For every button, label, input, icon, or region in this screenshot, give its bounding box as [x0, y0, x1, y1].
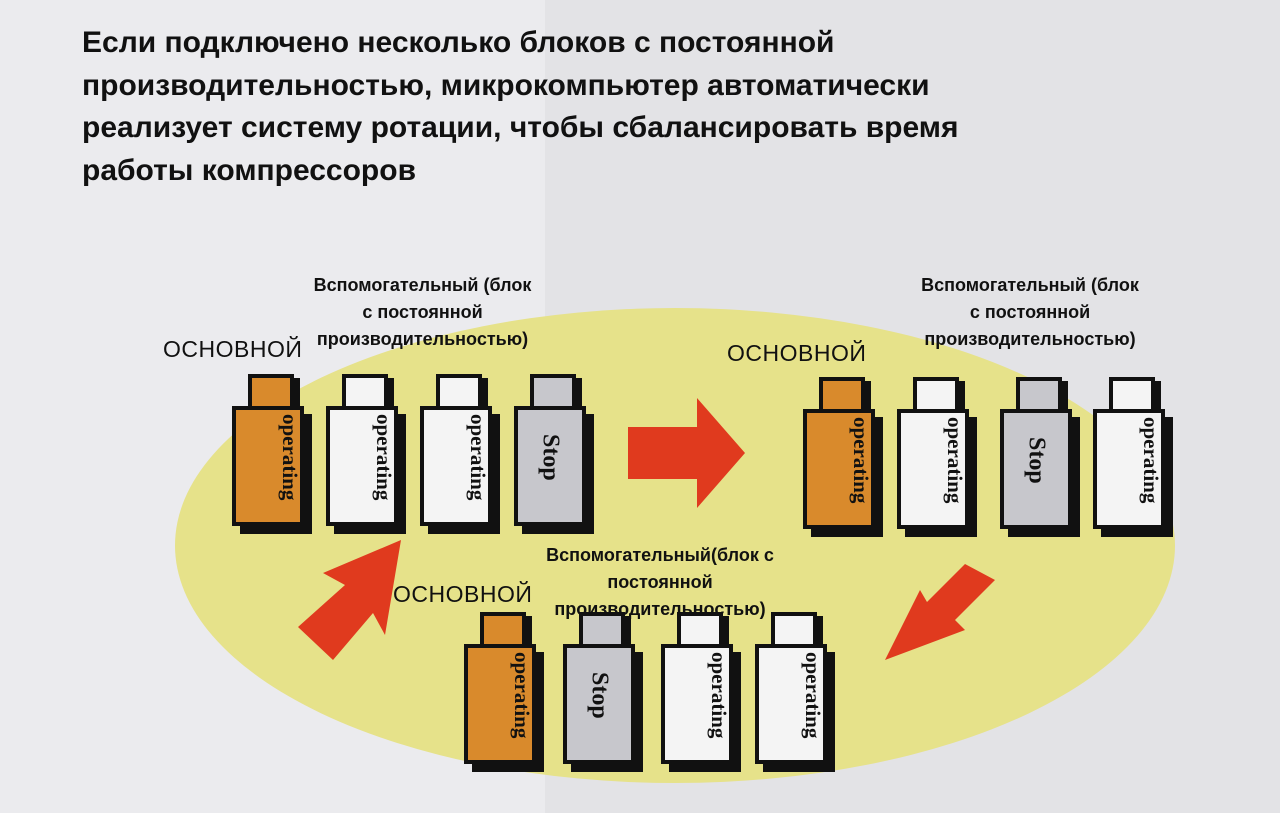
title-line: работы компрессоров [82, 153, 417, 187]
compressor-unit: operating [803, 377, 887, 537]
compressor-cap [480, 612, 526, 648]
compressor-cap [913, 377, 959, 413]
compressor-cap [819, 377, 865, 413]
arrow-down-left-icon [885, 564, 995, 660]
compressor-unit: operating [326, 374, 410, 534]
main-unit-label: ОСНОВНОЙ [163, 336, 303, 362]
unit-state-label: operating [466, 414, 490, 501]
main-unit-label: ОСНОВНОЙ [727, 340, 867, 366]
compressor-unit: operating [420, 374, 504, 534]
title-line: Если подключено несколько блоков с посто… [82, 26, 835, 59]
main-unit-label: ОСНОВНОЙ [393, 581, 533, 607]
unit-state-label: operating [1139, 417, 1163, 504]
compressor-body: Stop [514, 406, 586, 526]
arrow-right-icon [628, 398, 745, 508]
diagram-title: Если подключено несколько блоков с посто… [82, 22, 958, 192]
unit-state-label: operating [943, 417, 967, 504]
unit-state-label: Stop [537, 434, 564, 481]
compressor-body: operating [897, 409, 969, 529]
compressor-cap [1016, 377, 1062, 413]
compressor-cap [248, 374, 294, 410]
compressor-unit: operating [232, 374, 316, 534]
unit-state-label: operating [278, 414, 302, 501]
compressor-unit: Stop [1000, 377, 1084, 537]
compressor-body: Stop [1000, 409, 1072, 529]
arrow-up-left-icon [298, 540, 401, 660]
compressor-unit: operating [1093, 377, 1177, 537]
title-line: производительностью, микрокомпьютер авто… [82, 68, 930, 102]
compressor-body: operating [464, 644, 536, 764]
compressor-cap [436, 374, 482, 410]
compressor-body: operating [755, 644, 827, 764]
compressor-unit: Stop [514, 374, 598, 534]
title-line: реализует систему ротации, чтобы сбаланс… [82, 111, 959, 144]
compressor-body: operating [232, 406, 304, 526]
unit-state-label: operating [801, 652, 825, 739]
compressor-body: operating [661, 644, 733, 764]
unit-state-label: operating [372, 414, 396, 501]
compressor-body: operating [326, 406, 398, 526]
compressor-cap [771, 612, 817, 648]
unit-state-label: operating [849, 417, 873, 504]
compressor-body: operating [420, 406, 492, 526]
compressor-cap [579, 612, 625, 648]
compressor-unit: operating [464, 612, 548, 772]
unit-state-label: operating [510, 652, 534, 739]
compressor-unit: Stop [563, 612, 647, 772]
compressor-cap [530, 374, 576, 410]
compressor-unit: operating [661, 612, 745, 772]
compressor-body: operating [803, 409, 875, 529]
compressor-unit: operating [897, 377, 981, 537]
compressor-cap [677, 612, 723, 648]
compressor-unit: operating [755, 612, 839, 772]
compressor-body: Stop [563, 644, 635, 764]
unit-state-label: operating [707, 652, 731, 739]
unit-state-label: Stop [1023, 437, 1050, 484]
compressor-body: operating [1093, 409, 1165, 529]
compressor-cap [342, 374, 388, 410]
unit-state-label: Stop [586, 672, 613, 719]
compressor-cap [1109, 377, 1155, 413]
